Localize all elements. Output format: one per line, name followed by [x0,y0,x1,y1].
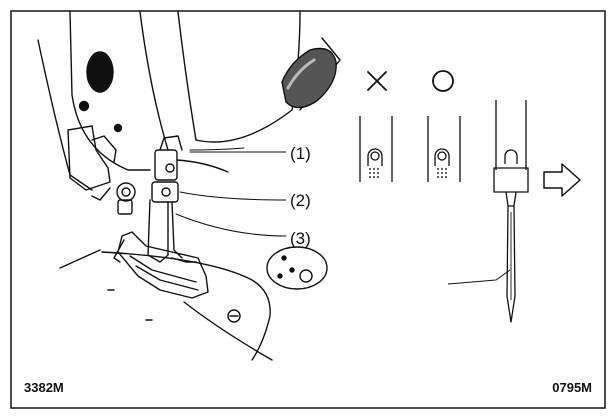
wrong-needle-example [359,116,393,182]
needle-thread-guide-wire [176,159,229,173]
machine-arm-left-edge [69,11,151,171]
pointer-line-1-base [189,147,245,151]
side-needle-top [504,149,518,164]
bobbin-mark-1 [281,255,287,261]
bobbin-center [299,269,313,283]
wrong-needle-head [367,148,383,166]
bobbin-mark-3 [277,273,283,279]
figure-code-right: 0795M [552,380,592,395]
groove-pointer-line [447,269,511,285]
side-view-needle [447,100,529,323]
machine-arm-outer-edge [37,39,93,191]
needle-clamp-block [493,167,529,193]
presser-foot-shank [147,199,169,263]
needle-shank-taper [505,191,517,207]
figure-code-left: 3382M [24,380,64,395]
correct-needle-example [427,116,461,182]
thumb-screw-base [117,199,133,215]
presser-foot-groove-2 [135,265,199,291]
callout-label-3: (3) [290,229,311,248]
needle-blade [506,205,516,323]
thumb-screw [116,182,136,202]
correct-needle-shank [437,168,447,180]
correct-mark-icon [432,70,454,92]
needle-plate-screw [227,309,241,323]
wrong-mark-icon [367,71,387,91]
machine-screw-hole-1 [78,100,90,112]
diagram-frame [10,10,606,409]
correct-needle-head [434,148,450,166]
sewing-machine-illustration [37,11,341,361]
callout-leader-3 [175,213,287,237]
thread-guide-hook [91,187,111,201]
machine-screw-hole-2 [113,123,123,133]
presser-foot-holder [151,181,179,203]
bracket-slot [91,135,117,163]
presser-foot-groove-1 [129,255,197,283]
callout-label-2: (2) [290,191,311,210]
presser-foot [117,231,209,299]
needle-plate-outline [101,251,271,361]
wrong-needle-shank [369,168,379,180]
thumb-screw-center [121,187,131,197]
feed-slot-line [183,301,273,361]
machine-face-plate-edge [139,11,169,151]
machine-bottom-curve [195,109,293,143]
presser-lever-knob [281,47,337,109]
knob-highlight [286,58,316,90]
arrow-right-icon [543,163,581,197]
bed-left-edge [59,249,101,269]
machine-face-inner-edge [177,11,197,141]
machine-large-hole [86,51,114,93]
needle-shank [171,201,183,259]
presser-foot-screw [161,187,171,197]
correct-needle-eye [437,151,447,161]
needle-bar-clamp [154,149,178,181]
bobbin-mark-2 [289,267,295,273]
presser-foot-toe [113,239,125,263]
needle-set-screw [165,163,175,173]
needle-bar-top [159,135,183,151]
wrong-needle-eye [370,151,380,161]
callout-label-1: (1) [290,144,311,163]
thread-guide-bracket [67,125,111,191]
bobbin-inset [266,246,328,290]
callout-leader-2 [179,191,287,201]
